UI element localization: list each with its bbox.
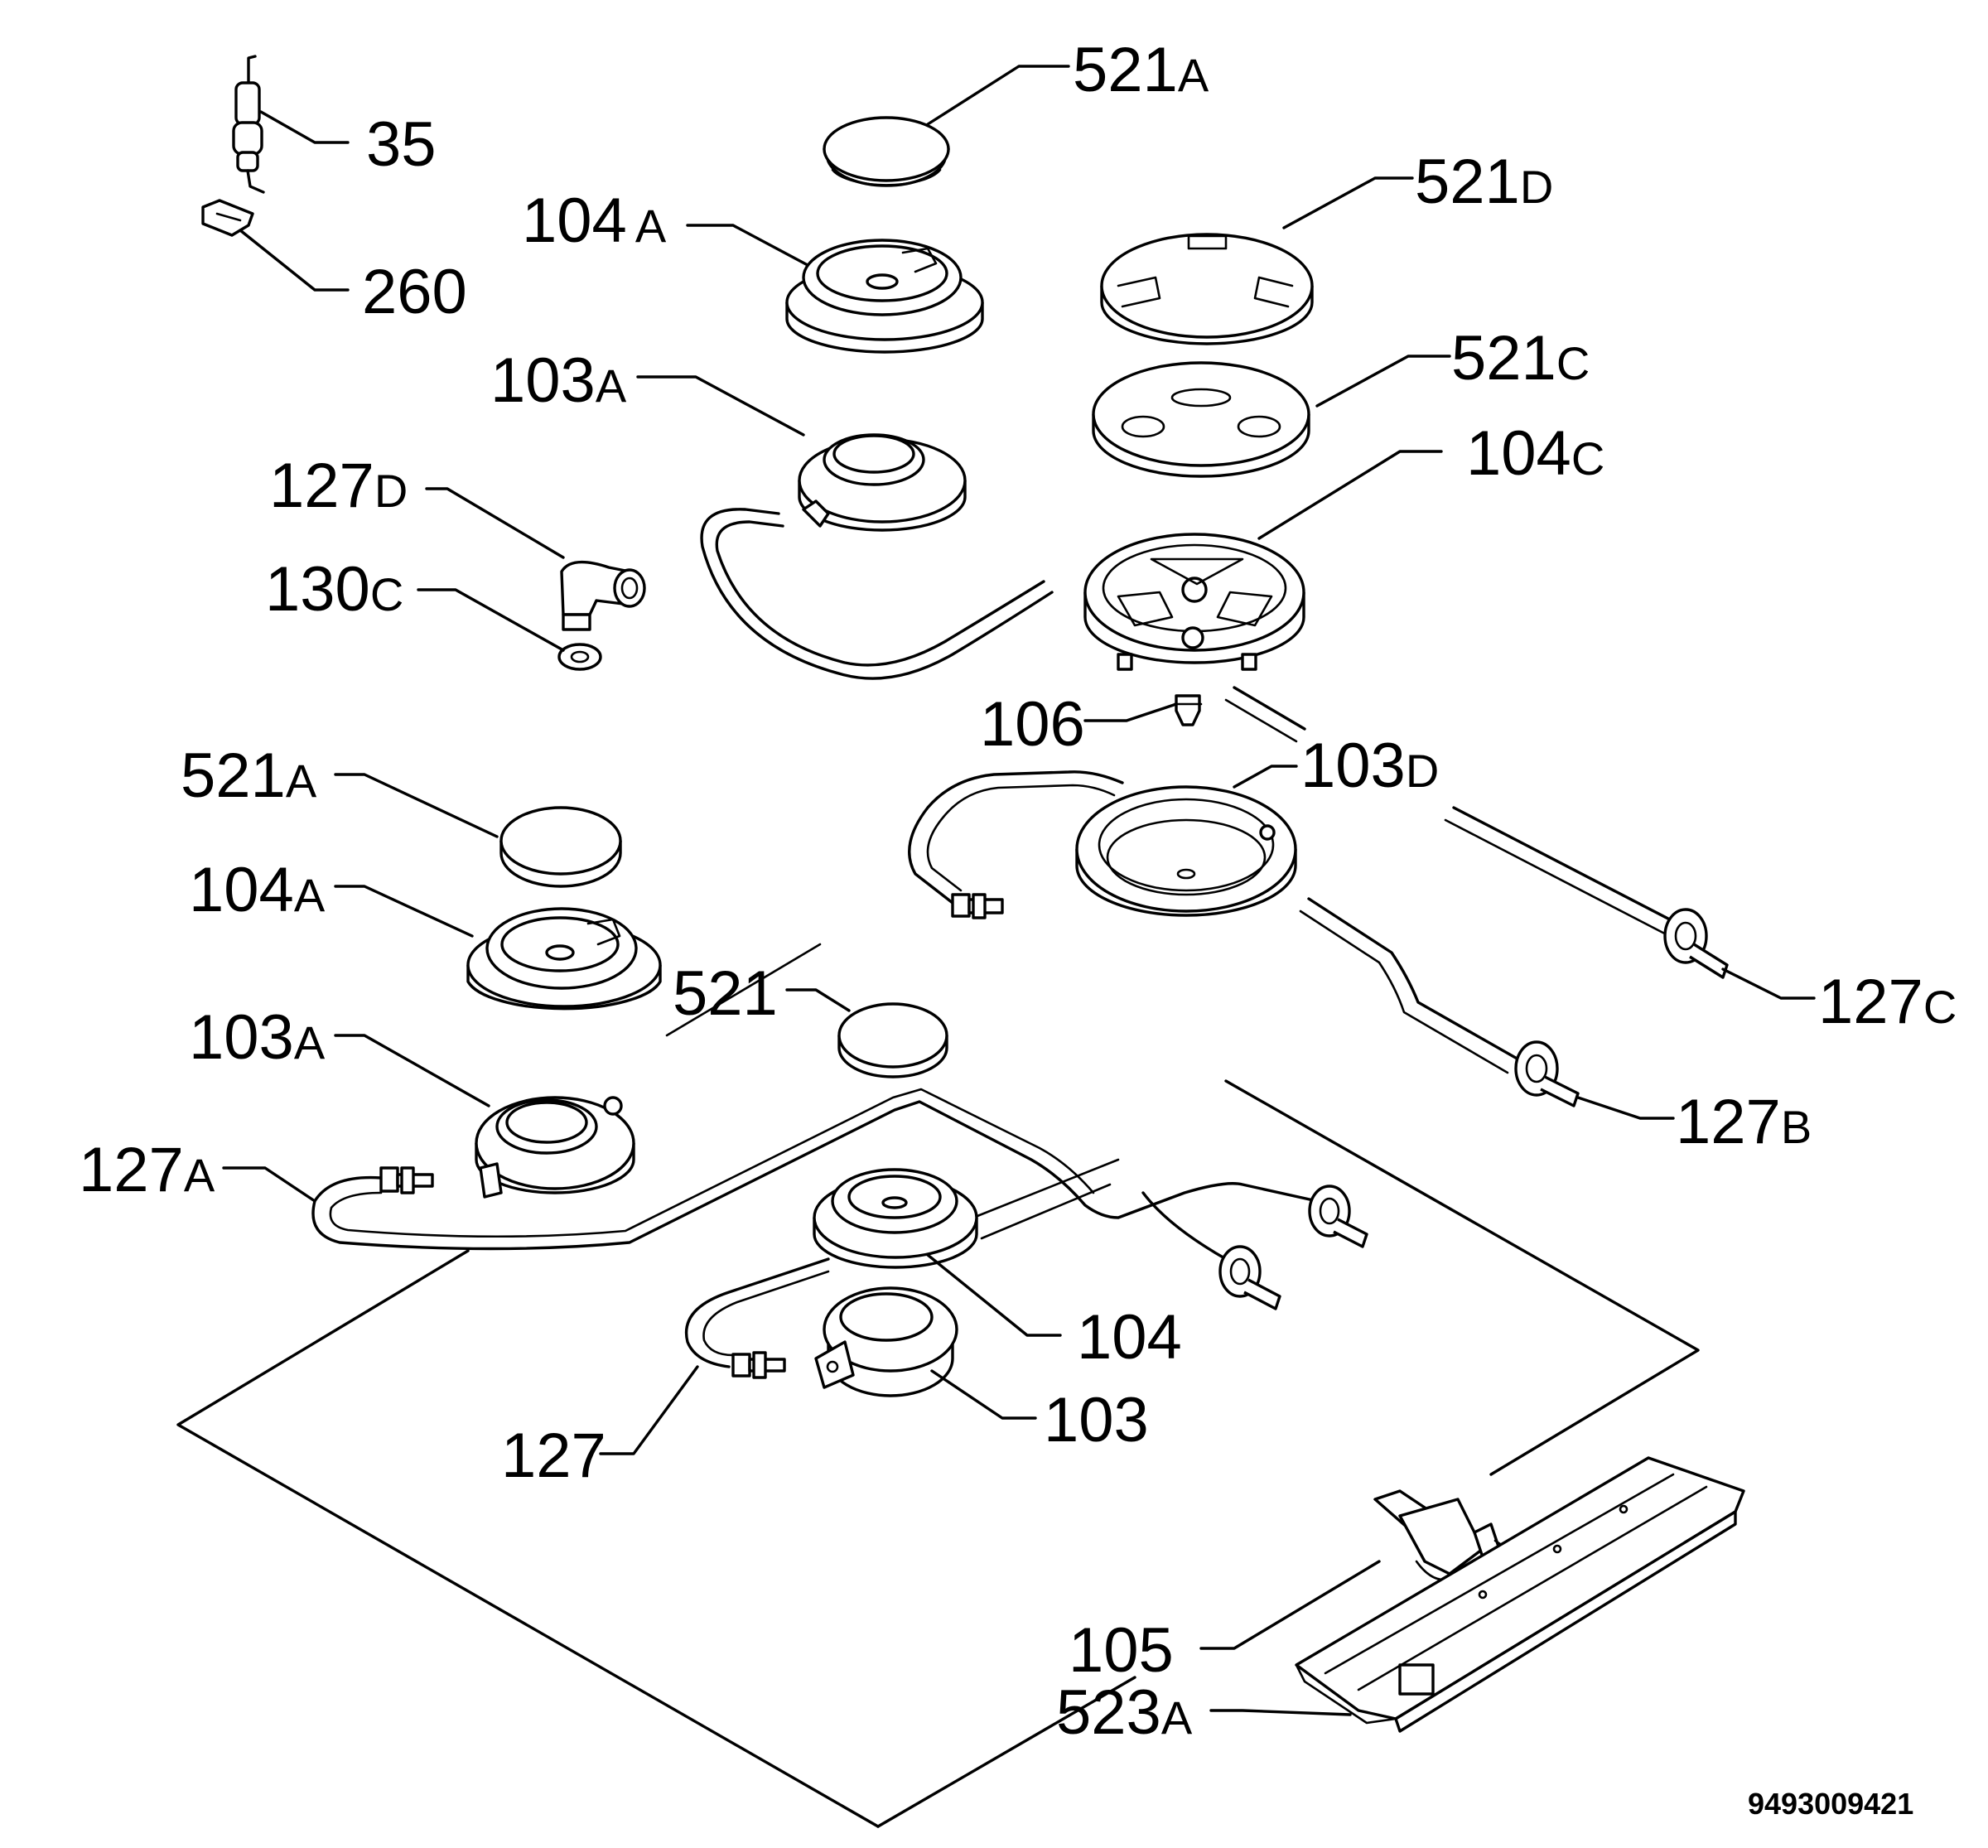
burner-body-103a-mid <box>475 1096 635 1199</box>
gas-pipe-127a <box>311 1100 1319 1251</box>
burner-body-103d <box>1075 785 1297 917</box>
burner-cap-521d <box>1100 233 1314 345</box>
elbow-connector-127d <box>560 560 646 631</box>
pipe-fitting-103d <box>951 893 1004 919</box>
label-104: 104 <box>1077 1302 1182 1373</box>
label-103a-mid: 103A <box>189 1002 326 1073</box>
label-127a: 127A <box>79 1135 215 1205</box>
burner-body-103a-top <box>798 433 967 532</box>
burner-cap-521c <box>1092 361 1310 478</box>
gas-valve-105 <box>1373 1489 1509 1581</box>
gas-pipe-top <box>700 508 1054 680</box>
label-106: 106 <box>980 689 1085 760</box>
label-35: 35 <box>366 109 437 180</box>
pipe-nut-right-2 <box>1218 1245 1281 1310</box>
pipe-nut-right-1 <box>1308 1185 1368 1248</box>
drawing-code: 9493009421 <box>1748 1787 1913 1821</box>
electrode-clip-part <box>201 199 254 237</box>
label-104c: 104C <box>1466 418 1604 489</box>
pipe-nut-127c <box>1663 908 1729 979</box>
burner-cap-521 <box>837 1002 948 1078</box>
label-130c: 130C <box>265 554 403 625</box>
label-127: 127 <box>501 1421 606 1491</box>
injector-106 <box>1173 694 1203 726</box>
burner-crown-104a-mid <box>466 907 662 1011</box>
label-127d: 127D <box>269 451 408 521</box>
gas-pipe-103d-left <box>908 770 1124 905</box>
label-523a: 523A <box>1056 1677 1193 1748</box>
label-521a-top: 521A <box>1073 35 1209 105</box>
label-521a-mid: 521A <box>181 741 317 811</box>
burner-crown-104 <box>813 1168 978 1269</box>
leader-lines <box>222 65 1816 1716</box>
label-260: 260 <box>362 257 467 327</box>
pipe-fitting-127 <box>731 1351 786 1379</box>
gas-pipe-127b <box>1307 897 1522 1062</box>
pipe-fitting-127a <box>379 1166 434 1194</box>
hob-plate-outline <box>176 943 1700 1828</box>
mounting-bracket-523a <box>1295 1456 1745 1733</box>
label-103d: 103D <box>1300 731 1439 801</box>
label-104a-mid: 104A <box>189 855 326 925</box>
burner-cap-521a-top <box>823 116 950 187</box>
washer-130c <box>557 643 602 671</box>
burner-cap-521a-mid <box>499 806 622 888</box>
ignition-electrode-part <box>232 55 265 194</box>
label-105: 105 <box>1069 1615 1174 1686</box>
burner-body-103 <box>814 1286 958 1397</box>
label-103: 103 <box>1044 1385 1149 1455</box>
burner-crown-104a-top <box>785 239 984 354</box>
gas-pipe-127c <box>1233 686 1306 731</box>
pipe-nut-127b <box>1514 1040 1580 1107</box>
label-521d: 521D <box>1415 147 1553 217</box>
label-127b: 127B <box>1676 1087 1812 1157</box>
label-521: 521 <box>673 958 778 1029</box>
label-103a-top: 103A <box>490 345 627 416</box>
label-521c: 521C <box>1451 323 1590 393</box>
burner-crown-104c <box>1083 533 1305 671</box>
label-127c: 127C <box>1818 967 1957 1037</box>
gas-pipe-127 <box>685 1257 830 1368</box>
